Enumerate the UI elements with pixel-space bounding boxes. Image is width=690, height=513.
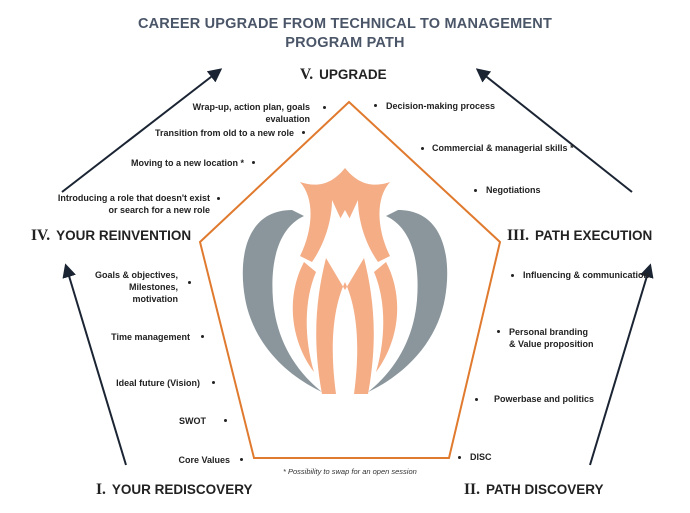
phase-reinvention-label: YOUR REINVENTION [56,228,192,243]
arrow-execution-to-upgrade [475,68,633,193]
footnote: * Possibility to swap for an open sessio… [283,467,417,476]
logo-center-diamond [333,210,357,252]
phase-rediscovery: I. YOUR REDISCOVERY [96,481,252,499]
bullet-dot [201,335,204,338]
phase-discovery: II. PATH DISCOVERY [464,481,603,499]
item-transition: Transition from old to a new role [154,128,294,138]
bullet-dot [374,104,377,107]
arrow-rediscovery-to-reinvention [62,263,127,466]
bullet-dot [240,458,243,461]
phase-execution: III. PATH EXECUTION [507,227,652,245]
bullet-dot [475,398,478,401]
phase-reinvention: IV. YOUR REINVENTION [31,227,191,245]
bullet-dot [511,274,514,277]
logo-inner-left [292,262,316,372]
bullet-dot [458,456,461,459]
phase-discovery-label: PATH DISCOVERY [485,482,604,497]
bullet-dot [252,161,255,164]
bullet-dot [497,330,500,333]
title-line-1: CAREER UPGRADE FROM TECHNICAL TO MANAGEM… [137,16,553,32]
bullet-dot [217,197,220,200]
item-core-values: Core Values [178,455,230,465]
item-personal-branding: Personal branding & Value proposition [509,327,594,349]
phase-upgrade-label: UPGRADE [319,67,387,82]
bullet-dot [188,281,191,284]
item-swot: SWOT [179,416,206,426]
item-influencing: Influencing & communication [523,270,650,280]
item-ideal-future: Ideal future (Vision) [116,378,200,388]
phase-rediscovery-number: I. [96,481,106,498]
phase-discovery-number: II. [464,481,480,498]
item-commercial-skills: Commercial & managerial skills * [432,143,574,153]
phase-rediscovery-label: YOUR REDISCOVERY [111,482,253,497]
phase-execution-label: PATH EXECUTION [534,228,653,243]
arrow-discovery-to-execution [589,263,654,466]
phase-reinvention-number: IV. [31,227,51,244]
item-powerbase: Powerbase and politics [494,394,595,404]
phase-upgrade-number: V. [300,66,314,83]
pentagon-outline [198,100,502,459]
bullet-dot [421,147,424,150]
phase-execution-number: III. [507,227,529,244]
item-moving: Moving to a new location * [130,158,244,168]
item-wrap-up: Wrap-up, action plan, goals evaluation [192,102,310,124]
arrow-reinvention-to-upgrade [61,68,223,193]
item-introducing-role: Introducing a role that doesn't exist or… [57,193,210,215]
phase-upgrade: V. UPGRADE [300,66,387,84]
item-negotiations: Negotiations [486,185,541,195]
title-line-2: PROGRAM PATH [285,35,405,51]
bullet-dot [474,189,477,192]
item-disc: DISC [470,452,492,462]
bullet-dot [302,131,305,134]
logo-right-leaf [368,210,448,392]
logo-inner-right [374,262,398,372]
logo-center-stem [316,258,374,394]
logo-left-leaf [242,210,322,392]
bullet-dot [323,106,326,109]
bullet-dot [224,419,227,422]
item-goals-objectives: Goals & objectives, Milestones, motivati… [94,270,178,304]
bullet-dot [212,381,215,384]
logo-emblem [242,168,448,394]
item-decision-making: Decision-making process [386,101,496,111]
item-time-management: Time management [111,332,190,342]
